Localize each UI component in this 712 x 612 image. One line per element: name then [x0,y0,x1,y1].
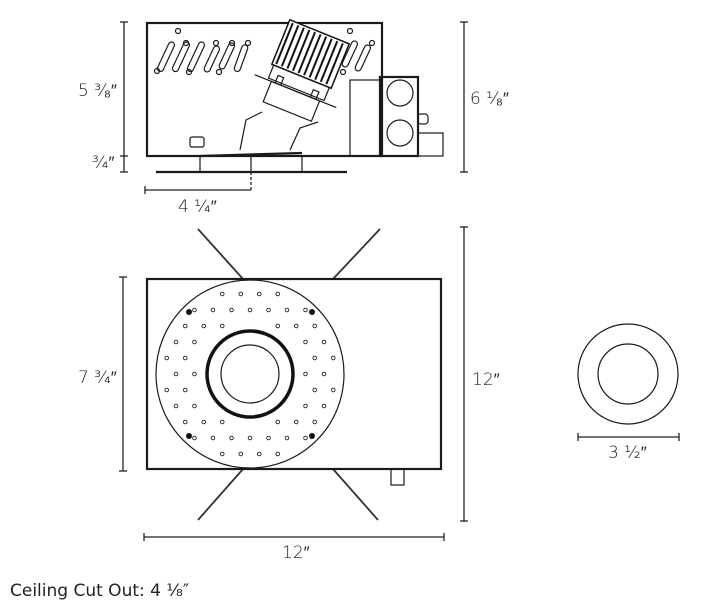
vent-hole [182,323,188,329]
housing-width-label: 7 ³⁄₄″ [78,368,117,388]
vent-hole [321,371,327,377]
vent-hole [284,307,290,313]
vent-hole [192,403,197,409]
dimension-lines-plan [119,226,468,541]
vent-hole [182,419,188,425]
vent-hole [173,339,179,345]
vent-hole [201,419,206,425]
dimension-lines-side [120,21,468,194]
vent-hole [284,435,290,441]
junction-box [349,75,444,158]
vent-holes [164,291,336,457]
vent-hole [219,323,225,329]
vent-hole [294,419,299,425]
vent-slots [153,27,376,76]
vent-hole [266,307,271,313]
vent-hole [210,435,216,441]
vent-hole [238,451,243,457]
aperture-offset-label: 4 ¹⁄₄″ [178,197,217,217]
vent-hole [266,435,271,441]
vent-hole [164,355,169,361]
vent-hole [247,307,253,313]
vent-hole [192,435,197,441]
vent-hole [182,387,188,393]
trim-plate [155,279,345,469]
vent-hole [275,323,281,329]
vent-hole [303,339,308,345]
vent-hole [275,451,281,457]
knockout [386,119,414,147]
vent-hole [192,339,197,345]
vent-hole [192,371,197,377]
vent-hole [201,323,206,329]
vent-hole [321,403,327,409]
trim-view: 3 ¹⁄₂″ [577,323,680,463]
vent-hole [312,323,318,329]
vent-hole [173,403,179,409]
vent-hole [238,291,243,297]
vent-hole [247,435,253,441]
adjust-knob [189,136,205,148]
overall-height-label: 6 ¹⁄₈″ [470,89,509,109]
vent-hole [303,307,308,313]
vent-hole [219,451,225,457]
trim-height-label: ³⁄₄″ [92,153,115,173]
vent-hole [312,387,318,393]
vent-hole [303,371,308,377]
gimbal-bracket [239,111,319,151]
overall-width-label: 12″ [282,543,310,563]
housing-height-label: 5 ³⁄₈″ [78,81,117,101]
vent-hole [219,419,225,425]
vent-hole [229,435,234,441]
vent-hole [275,291,281,297]
aperture-ring [205,329,295,419]
vent-hole [312,419,318,425]
overall-length-label: 12″ [472,370,500,390]
vent-hole [219,291,225,297]
vent-hole [294,323,299,329]
vent-hole [331,387,336,393]
vent-hole [173,371,179,377]
vent-hole [257,291,262,297]
trim-outer [577,323,679,425]
plan-view: 7 ³⁄₄″ 12″ 12″ [78,226,500,563]
housing-plan [145,277,443,471]
vent-hole [321,339,327,345]
conduit-stub [390,468,405,486]
vent-hole [210,307,216,313]
housing-side [145,21,384,158]
vent-hole [257,451,262,457]
vent-hole [275,419,281,425]
trim-diameter-label: 3 ¹⁄₂″ [608,443,647,463]
side-view: 5 ³⁄₈″ ³⁄₄″ 6 ¹⁄₈″ 4 ¹⁄₄″ [78,18,509,217]
aperture [220,344,280,404]
vent-hole [303,435,308,441]
vent-hole [192,307,197,313]
vent-hole [164,387,169,393]
vent-hole [331,355,336,361]
vent-hole [182,355,188,361]
trim-inner [597,343,659,405]
ceiling-cutout-caption: Ceiling Cut Out: 4 ¹⁄₈″ [10,581,189,601]
led-module [254,18,351,123]
vent-hole [303,403,308,409]
vent-hole [229,307,234,313]
knockout [386,79,414,107]
vent-hole [312,355,318,361]
hanger-bars [197,228,381,521]
